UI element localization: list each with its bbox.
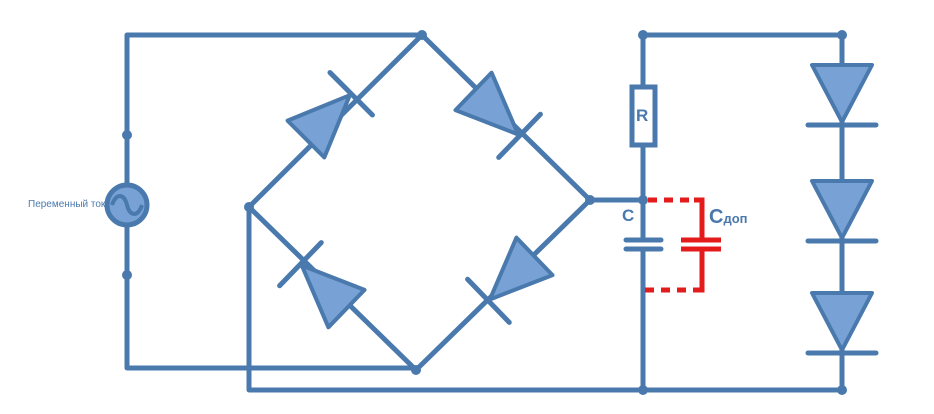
capacitor-label: C <box>622 206 635 225</box>
node <box>638 195 648 205</box>
diode-bridge-4-icon <box>465 235 555 325</box>
node <box>411 365 421 375</box>
wire-ac-top <box>124 32 425 188</box>
wire-extra-vert-bottom <box>694 249 705 293</box>
led-diode-1-icon <box>805 63 879 128</box>
extra-capacitor-label-main: C <box>709 206 724 228</box>
node <box>638 385 648 395</box>
node <box>122 130 132 140</box>
node <box>837 385 847 395</box>
node <box>638 30 648 40</box>
diode-bridge-3-icon <box>277 240 367 330</box>
extra-capacitor-icon <box>681 237 721 252</box>
resistor-label: R <box>636 106 649 125</box>
node <box>122 270 132 280</box>
wire-extra-vert-top <box>694 197 705 240</box>
extra-capacitor-label: Cдоп <box>709 206 748 229</box>
led-diode-2-icon <box>805 179 879 244</box>
node <box>837 30 847 40</box>
node <box>417 30 427 40</box>
diode-bridge-1-icon <box>285 70 375 160</box>
led-diode-3-icon <box>805 291 879 356</box>
diode-bridge-2-icon <box>453 70 543 160</box>
source-label: Переменный ток <box>28 199 106 210</box>
wire-ac-bottom <box>124 222 419 371</box>
ac-source-icon <box>104 182 150 228</box>
extra-capacitor-label-sub: доп <box>723 211 748 226</box>
